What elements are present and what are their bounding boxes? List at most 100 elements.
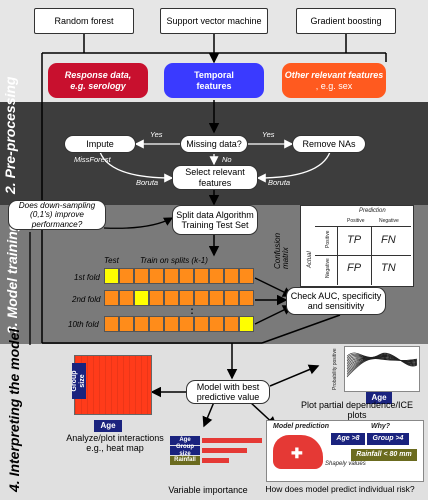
input-other-features: Other relevant features , e.g. sex xyxy=(282,63,386,98)
boruta-right-label: Boruta xyxy=(268,178,291,187)
pd-curve xyxy=(346,355,418,367)
fold-cell xyxy=(194,290,209,306)
vi-label: Group size xyxy=(170,444,200,457)
confusion-matrix: Confusion matrix Prediction Positive Neg… xyxy=(273,205,414,287)
fold-cell xyxy=(104,268,119,284)
fold-cell xyxy=(179,268,194,284)
actual-label: Actual xyxy=(307,251,313,268)
fold-cell xyxy=(194,316,209,332)
other-text: Other relevant features xyxy=(284,70,384,81)
fold-cell xyxy=(104,316,119,332)
no-label: No xyxy=(222,155,232,164)
response-sub: e.g. serology xyxy=(70,80,126,91)
train-label: Train on splits (k-1) xyxy=(140,256,208,265)
remove-nas-box: Remove NAs xyxy=(292,135,366,153)
confusion-table: Prediction Positive Negative Actual Posi… xyxy=(300,205,414,287)
risk-animal-icon: ✚ xyxy=(273,435,323,469)
downsampling-question: Does down-sampling (0,1's) improve perfo… xyxy=(8,200,106,230)
other-sub: , e.g. sex xyxy=(315,80,353,91)
heatmap-plot: Group size xyxy=(71,355,152,415)
impute-box: Impute xyxy=(64,135,136,153)
fold-cell xyxy=(239,290,254,306)
negative-col: Negative xyxy=(379,218,399,224)
pd-curve xyxy=(346,356,418,368)
section-preprocessing: 2. Pre-processing xyxy=(2,76,18,195)
confusion-title: Confusion matrix xyxy=(273,232,290,269)
yes-right-label: Yes xyxy=(262,130,275,139)
interactions-caption: Analyze/plot interactions e.g., heat map xyxy=(66,432,164,453)
boruta-left-label: Boruta xyxy=(136,178,159,187)
fold-cell xyxy=(209,316,224,332)
fold-cell xyxy=(239,268,254,284)
fold-2-label: 2nd fold xyxy=(72,295,101,304)
response-text: Response data, xyxy=(64,70,132,81)
negative-row: Negative xyxy=(325,258,331,278)
factor-group: Group >4 xyxy=(367,433,409,445)
pd-caption: Plot partial dependence/ICE plots xyxy=(300,399,414,420)
missing-data-box: Missing data? xyxy=(180,135,248,153)
vi-label: Rainfall xyxy=(170,456,200,465)
input-temporal-features: Temporal features xyxy=(164,63,264,98)
model-gradient-boosting: Gradient boosting xyxy=(296,8,396,34)
model-random-forest: Random forest xyxy=(34,8,134,34)
fold-10-label: 10th fold xyxy=(68,320,99,329)
fold-cell xyxy=(179,316,194,332)
pd-curve xyxy=(346,355,418,365)
factor-age: Age >8 xyxy=(331,433,365,445)
pd-ylabel: Probability positive xyxy=(332,348,338,390)
fold-cell xyxy=(164,290,179,306)
heatmap-texture xyxy=(75,356,151,414)
pd-curve xyxy=(346,352,418,367)
fold-cell xyxy=(119,268,134,284)
shapely-label: Shapely values xyxy=(325,461,366,467)
fold-cell xyxy=(239,316,254,332)
select-features-box: Select relevant features xyxy=(172,165,258,190)
missforest-label: MissForest xyxy=(74,155,111,164)
heatmap-ylabel: Group size xyxy=(71,363,86,399)
fold-cell xyxy=(224,316,239,332)
fold-cell xyxy=(164,316,179,332)
check-auc-box: Check AUC, specificity and sensitivity xyxy=(286,287,386,315)
why-label: Why? xyxy=(371,423,391,430)
pd-plot xyxy=(344,346,420,392)
temporal-text: Temporal features xyxy=(194,70,234,91)
vi-bar xyxy=(202,438,262,443)
pd-xlabel: Age xyxy=(366,392,392,404)
fold-cell xyxy=(134,290,149,306)
model-svm: Support vector machine xyxy=(160,8,268,34)
factor-rainfall: Rainfall < 80 mm xyxy=(351,449,417,461)
positive-row: Positive xyxy=(325,230,331,248)
best-model-box: Model with best predictive value xyxy=(186,380,270,404)
cm-hline xyxy=(315,226,411,227)
vi-bar xyxy=(202,448,247,453)
fold-cell xyxy=(149,290,164,306)
input-response-data: Response data, e.g. serology xyxy=(48,63,148,98)
fold-cell xyxy=(104,290,119,306)
pd-lines xyxy=(346,352,418,378)
prediction-label: Prediction xyxy=(359,208,386,214)
fold-cell xyxy=(164,268,179,284)
fold-1-label: 1st fold xyxy=(74,273,100,282)
individual-caption: How does model predict individual risk? xyxy=(265,484,415,495)
yes-left-label: Yes xyxy=(150,130,163,139)
test-label: Test xyxy=(104,256,119,265)
tn-cell: TN xyxy=(381,262,396,274)
vi-bar xyxy=(202,458,229,463)
section-interpreting: 4. Interpreting the model xyxy=(6,328,22,492)
model-prediction-label: Model prediction xyxy=(273,423,329,430)
section-training: 3. Model training xyxy=(4,222,20,334)
fold-cell xyxy=(149,268,164,284)
positive-col: Positive xyxy=(347,218,365,224)
cross-icon: ✚ xyxy=(291,445,303,461)
heatmap-xlabel: Age xyxy=(94,420,122,432)
fn-cell: FN xyxy=(381,234,396,246)
cm-hline-mid xyxy=(315,255,411,256)
fold-cell xyxy=(179,290,194,306)
vi-caption: Variable importance xyxy=(168,484,248,495)
individual-risk-panel: Model prediction Why? ✚ Shapely values A… xyxy=(266,420,424,482)
fold-cell xyxy=(194,268,209,284)
fold-cell xyxy=(119,316,134,332)
fold-cell xyxy=(134,316,149,332)
